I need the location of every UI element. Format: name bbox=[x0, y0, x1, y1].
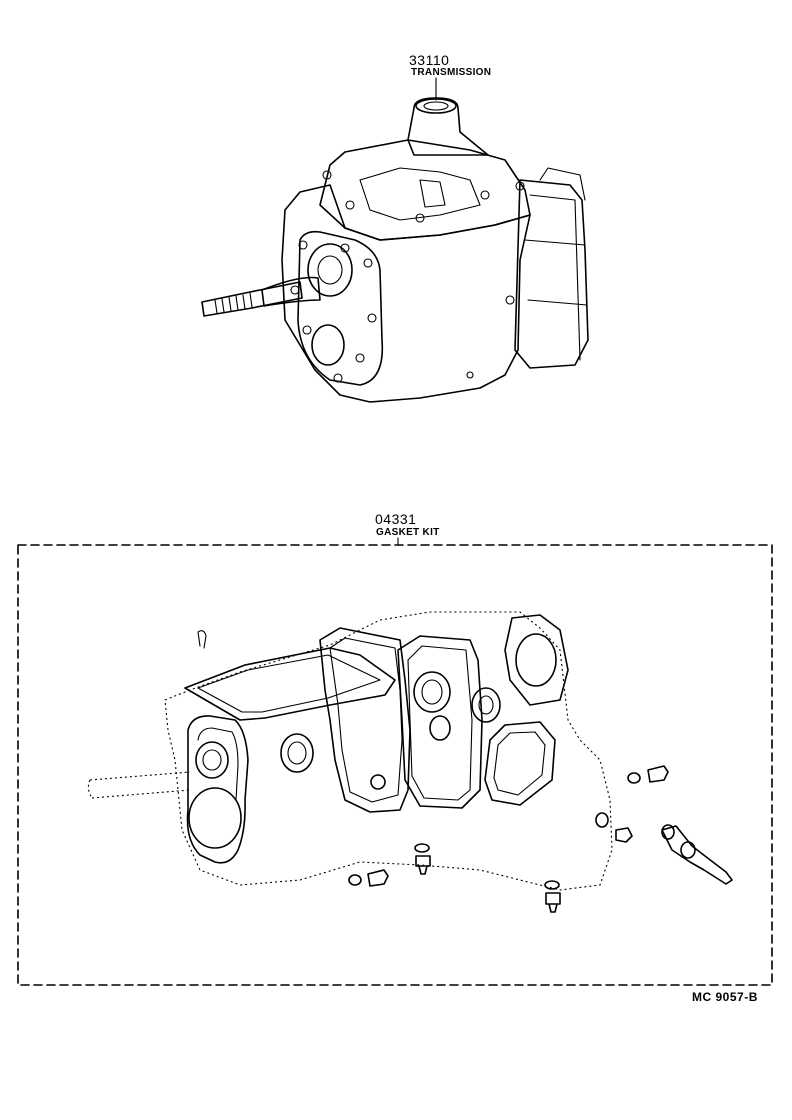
front-oil-seal bbox=[195, 741, 229, 779]
speedometer-seal bbox=[595, 812, 609, 828]
front-retainer-gasket bbox=[186, 715, 249, 864]
bearing-left bbox=[280, 733, 314, 773]
transmission-assembly bbox=[201, 77, 589, 403]
illustration-code: MC 9057-B bbox=[692, 990, 758, 1004]
gasket-kit-part-name: GASKET KIT bbox=[376, 527, 440, 538]
gasket-kit-boundary bbox=[17, 544, 773, 986]
shift-tower bbox=[407, 97, 489, 156]
transmission-part-name: TRANSMISSION bbox=[411, 67, 492, 78]
speedometer-plug bbox=[615, 827, 633, 843]
front-retainer-gasket-hole bbox=[188, 787, 242, 849]
case-gasket-middle bbox=[397, 635, 483, 809]
input-shaft bbox=[201, 281, 303, 317]
speedometer-driven-gear bbox=[661, 825, 733, 885]
case-gasket-front bbox=[319, 627, 411, 813]
drain-plug-washer bbox=[348, 874, 362, 886]
gasket-kit-group bbox=[17, 537, 773, 986]
bearing-right bbox=[471, 687, 501, 723]
transmission-case bbox=[281, 184, 531, 403]
drain-plug bbox=[367, 869, 389, 887]
counter-bearing bbox=[413, 671, 451, 713]
switch-washer bbox=[627, 772, 641, 784]
top-cover-gasket bbox=[184, 647, 396, 721]
extension-housing bbox=[514, 179, 589, 369]
transmission-part-number: 33110 bbox=[409, 52, 450, 68]
front-cover bbox=[297, 230, 384, 386]
plug-washer-bottom bbox=[544, 880, 560, 890]
gasket-kit-part-number: 04331 bbox=[375, 511, 417, 527]
side-cover-gasket bbox=[484, 721, 556, 806]
plug-bottom bbox=[545, 892, 561, 913]
cotter-pin bbox=[197, 630, 207, 649]
filler-plug bbox=[415, 855, 431, 875]
reverse-light-switch bbox=[647, 765, 669, 783]
case-ghost-outline bbox=[164, 611, 613, 891]
filler-plug-washer bbox=[414, 843, 430, 853]
rear-extension-gasket bbox=[504, 614, 569, 706]
